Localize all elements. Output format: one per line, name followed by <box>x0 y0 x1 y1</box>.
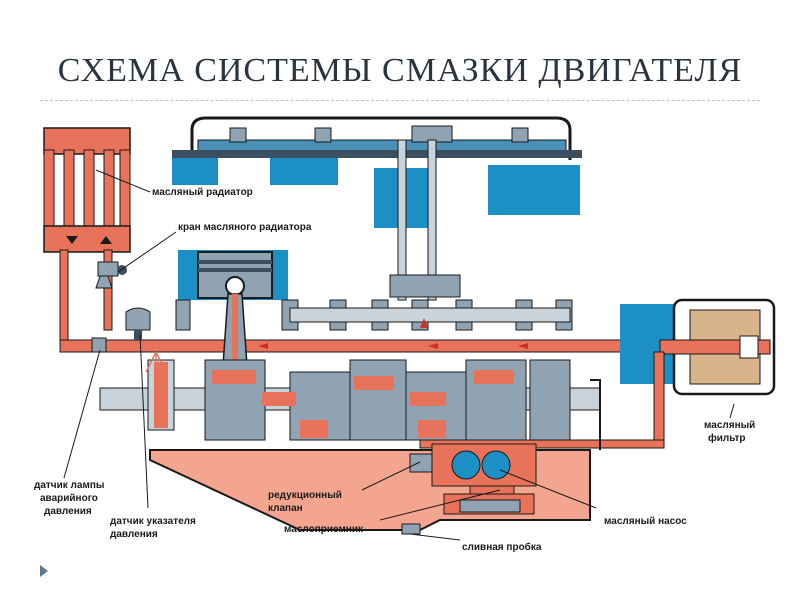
reduction-valve <box>409 453 433 473</box>
slide-title: СХЕМА СИСТЕМЫ СМАЗКИ ДВИГАТЕЛЯ <box>57 52 743 89</box>
label-reduction-valve-2: клапан <box>268 503 303 514</box>
next-slide-arrow-icon[interactable] <box>40 565 48 577</box>
crankshaft <box>99 359 601 441</box>
valve-cover <box>190 116 572 160</box>
main-oil-gallery <box>59 339 681 353</box>
label-oil-pump: масляный насос <box>604 516 687 527</box>
label-radiator-valve: кран масляного радиатора <box>178 222 312 233</box>
label-drain-plug: сливная пробка <box>462 541 542 553</box>
lamp-sensor <box>91 337 107 353</box>
oil-radiator <box>43 127 131 253</box>
label-oil-intake: маслоприемник <box>284 524 364 535</box>
radiator-valve <box>95 261 127 289</box>
camshaft <box>175 299 573 331</box>
label-lamp-sensor-3: давления <box>44 506 92 517</box>
oil-filter <box>620 298 776 396</box>
label-gauge-sensor-1: датчик указателя <box>110 516 196 527</box>
filter-pipe <box>419 351 665 449</box>
label-lamp-sensor-2: аварийного <box>40 493 98 504</box>
pushrods <box>389 139 461 301</box>
cylinder-piston <box>178 250 288 381</box>
pressure-gauge-sensor <box>125 307 151 340</box>
oil-intake <box>459 499 521 513</box>
label-gauge-sensor-2: давления <box>110 529 158 540</box>
label-oil-filter-1: масляный <box>704 420 755 431</box>
title-divider <box>40 100 760 101</box>
label-oil-radiator: масляный радиатор <box>152 187 253 198</box>
label-oil-filter-2: фильтр <box>708 432 746 444</box>
label-reduction-valve-1: редукционный <box>268 490 342 501</box>
label-lamp-sensor-1: датчик лампы <box>34 480 104 491</box>
oil-spray <box>145 351 167 376</box>
leader-lines <box>63 169 735 541</box>
